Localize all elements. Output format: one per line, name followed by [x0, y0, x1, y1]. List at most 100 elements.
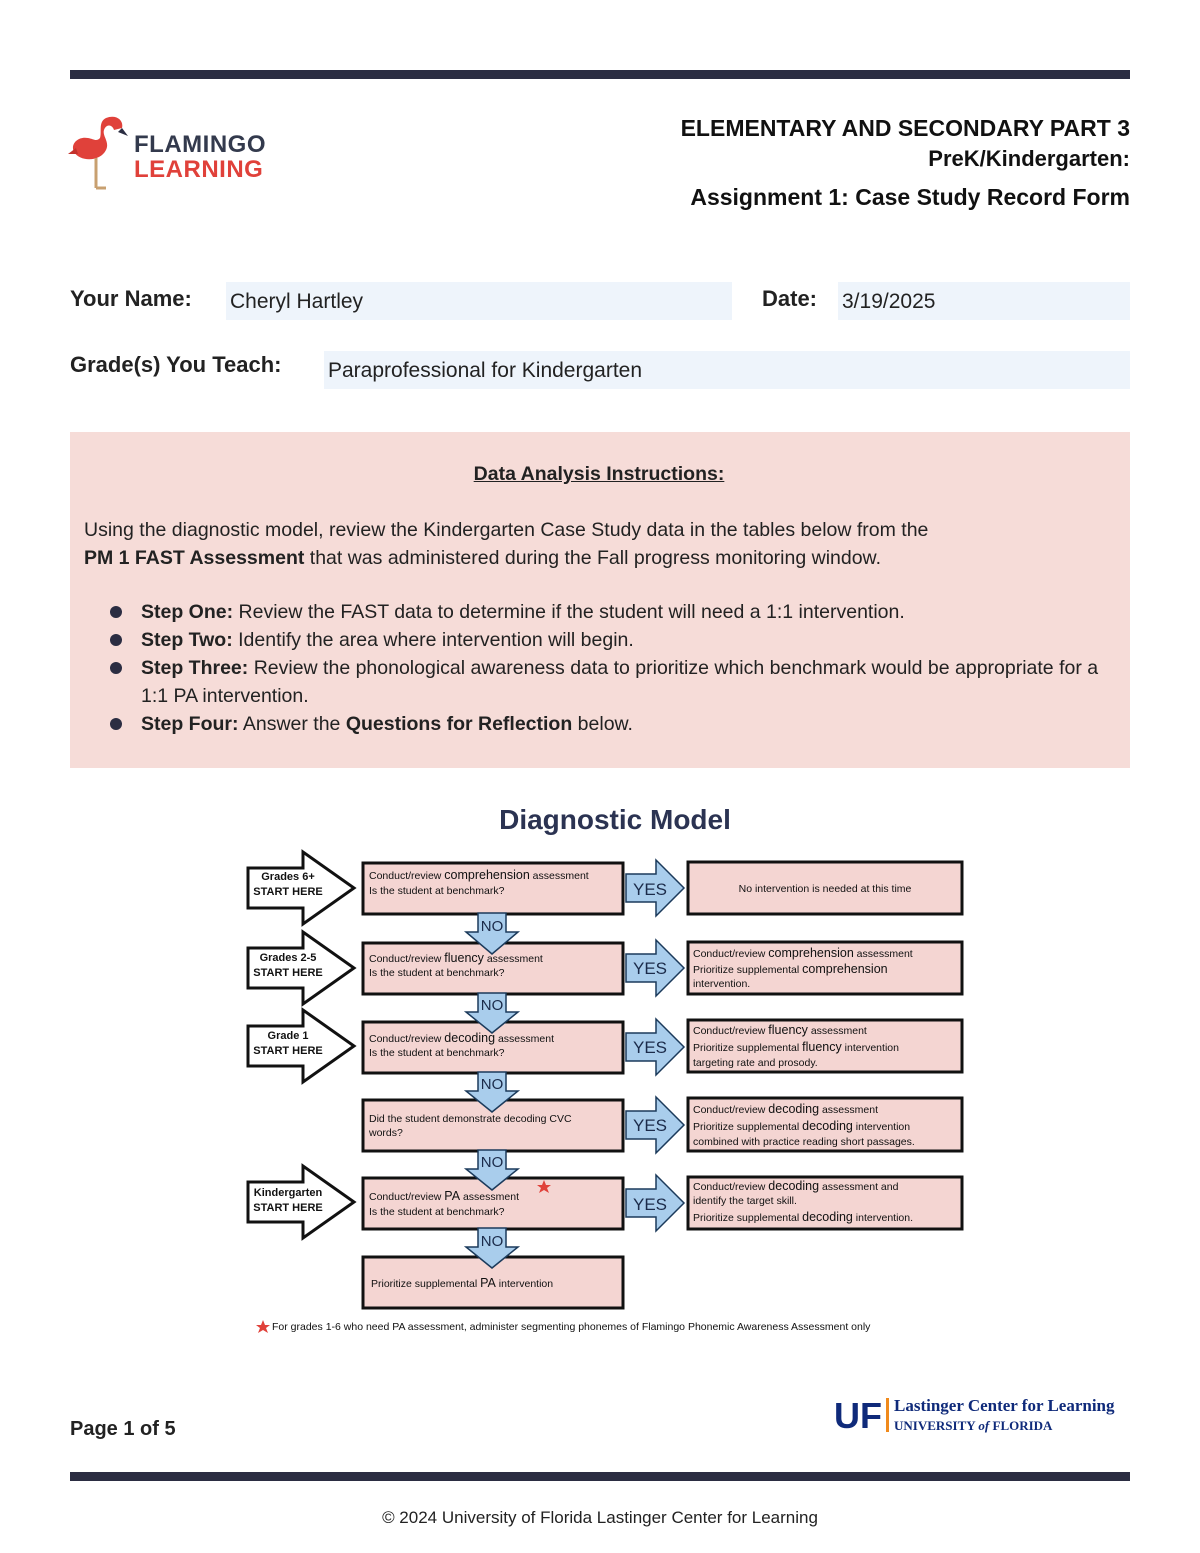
outcome-line-3: intervention. [693, 978, 750, 990]
start-line-2: START HERE [253, 886, 322, 898]
start-line-1: Kindergarten [254, 1187, 323, 1199]
outcome-box-decoding-skill: Conduct/review decoding assessment and i… [686, 1175, 964, 1231]
bullet-icon [110, 662, 122, 674]
diagram-footnote: For grades 1-6 who need PA assessment, a… [256, 1320, 871, 1333]
top-rule [70, 70, 1130, 79]
step-text: below. [572, 713, 633, 735]
step-bold: Questions for Reflection [345, 713, 573, 735]
outcome-line-1: Conduct/review comprehension assessment [693, 946, 913, 960]
outcome-line-2: Prioritize supplemental fluency interven… [693, 1040, 899, 1054]
start-line-1: Grade 1 [268, 1030, 309, 1042]
flamingo-icon [68, 116, 128, 190]
logo-line-2: LEARNING [134, 156, 264, 183]
bottom-rule [70, 1472, 1130, 1481]
no-arrow: NO [463, 1149, 521, 1191]
start-arrow-grades-2-5: Grades 2-5 START HERE [246, 929, 357, 1007]
check-line-1: Conduct/review fluency assessment [369, 951, 543, 965]
list-item: Step Two: Identify the area where interv… [84, 626, 1114, 654]
check-line-1: Did the student demonstrate decoding CVC [369, 1113, 572, 1125]
no-label: NO [481, 1076, 504, 1093]
no-arrow: NO [463, 1227, 521, 1269]
outcome-line-1: Conduct/review decoding assessment and [693, 1179, 899, 1193]
outcome-line-3: Prioritize supplemental decoding interve… [693, 1210, 913, 1224]
diagram-title: Diagnostic Model [499, 804, 731, 835]
flamingo-learning-logo: FLAMINGO LEARNING [66, 112, 286, 192]
outcome-line-1: Conduct/review decoding assessment [693, 1102, 878, 1116]
yes-arrow: YES [625, 858, 686, 918]
no-label: NO [481, 997, 504, 1014]
list-item: Step Four: Answer the Questions for Refl… [84, 710, 1114, 738]
yes-label: YES [633, 959, 667, 978]
list-item: Step Three: Review the phonological awar… [84, 654, 1114, 710]
outcome-line-2: identify the target skill. [693, 1195, 797, 1207]
grade-field[interactable]: Paraprofessional for Kindergarten [324, 351, 1130, 389]
page-number: Page 1 of 5 [70, 1418, 176, 1440]
check-box-decoding: Conduct/review decoding assessment Is th… [361, 1020, 625, 1075]
uf-line-2: UNIVERSITY of FLORIDA [894, 1418, 1053, 1433]
no-label: NO [481, 1154, 504, 1171]
outcome-line-2: Prioritize supplemental decoding interve… [693, 1119, 910, 1133]
start-arrow-kindergarten: Kindergarten START HERE [246, 1163, 357, 1241]
check-line-2: Is the student at benchmark? [369, 967, 505, 979]
no-arrow: NO [463, 1071, 521, 1113]
bullet-icon [110, 718, 122, 730]
uf-lastinger-logo: UF Lastinger Center for Learning UNIVERS… [834, 1395, 1115, 1436]
check-line-2: Is the student at benchmark? [369, 885, 505, 897]
bullet-icon [110, 634, 122, 646]
start-line-1: Grades 6+ [261, 871, 315, 883]
yes-arrow: YES [625, 1017, 686, 1077]
yes-arrow: YES [625, 1173, 686, 1233]
check-box-comprehension: Conduct/review comprehension assessment … [361, 861, 625, 916]
footnote-text: For grades 1-6 who need PA assessment, a… [272, 1321, 871, 1333]
copyright-footer: © 2024 University of Florida Lastinger C… [382, 1508, 818, 1527]
list-item: Step One: Review the FAST data to determ… [84, 598, 1114, 626]
intro-text: Using the diagnostic model, review the K… [84, 519, 929, 541]
check-line-2: Is the student at benchmark? [369, 1047, 505, 1059]
name-field[interactable]: Cheryl Hartley [226, 282, 732, 320]
date-label: Date: [762, 286, 818, 311]
outcome-box-comprehension: Conduct/review comprehension assessment … [686, 940, 964, 996]
document-title: ELEMENTARY AND SECONDARY PART 3 [680, 115, 1130, 141]
steps-list: Step One: Review the FAST data to determ… [84, 598, 1114, 738]
logo-line-1: FLAMINGO [134, 131, 266, 158]
step-text: Identify the area where intervention wil… [232, 629, 634, 651]
no-label: NO [481, 918, 504, 935]
step-label: Step One: [141, 601, 234, 623]
document-subtitle: PreK/Kindergarten: [928, 146, 1130, 171]
check-line-1: Conduct/review PA assessment [369, 1189, 519, 1203]
step-text: Review the phonological awareness data t… [141, 657, 1099, 707]
intro-bold: PM 1 FAST Assessment [84, 547, 305, 569]
check-line-2: Is the student at benchmark? [369, 1206, 505, 1218]
intro-text-2: that was administered during the Fall pr… [304, 547, 881, 569]
outcome-line-3: targeting rate and prosody. [693, 1057, 818, 1069]
instructions-title: Data Analysis Instructions: [473, 463, 725, 485]
instructions-panel: Data Analysis Instructions: Using the di… [70, 432, 1130, 768]
start-line-2: START HERE [253, 1045, 322, 1057]
start-arrow-grade-1: Grade 1 START HERE [246, 1007, 357, 1085]
uf-line-1: Lastinger Center for Learning [894, 1396, 1115, 1415]
start-line-2: START HERE [253, 1202, 322, 1214]
no-arrow: NO [463, 992, 521, 1034]
step-label: Step Three: [141, 657, 249, 679]
uf-mark: UF [834, 1395, 882, 1436]
step-label: Step Four: [141, 713, 239, 735]
yes-label: YES [633, 880, 667, 899]
diagnostic-model-diagram: .box { fill: #f4d5d2; stroke: #111; stro… [246, 849, 964, 1333]
start-line-1: Grades 2-5 [260, 952, 317, 964]
check-line-2: words? [368, 1127, 403, 1139]
no-label: NO [481, 1233, 504, 1250]
document-header: ELEMENTARY AND SECONDARY PART 3 PreK/Kin… [681, 113, 1130, 215]
start-line-2: START HERE [253, 967, 322, 979]
start-arrow-grades-6: Grades 6+ START HERE [246, 849, 357, 927]
outcome-line-2: Prioritize supplemental comprehension [693, 962, 888, 976]
step-text: Answer the [238, 713, 346, 735]
outcome-line-1: Conduct/review fluency assessment [693, 1023, 867, 1037]
outcome-box-decoding: Conduct/review decoding assessment Prior… [686, 1096, 964, 1153]
yes-label: YES [633, 1195, 667, 1214]
yes-label: YES [633, 1116, 667, 1135]
date-field[interactable]: 3/19/2025 [838, 282, 1130, 320]
check-line-1: Conduct/review comprehension assessment [369, 868, 589, 882]
no-arrow: NO [463, 912, 521, 955]
yes-label: YES [633, 1038, 667, 1057]
outcome-box-none: No intervention is needed at this time [686, 860, 964, 916]
